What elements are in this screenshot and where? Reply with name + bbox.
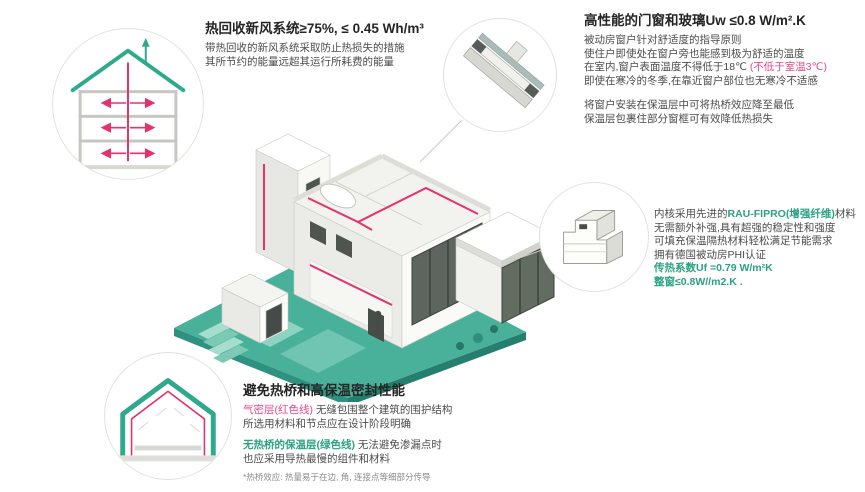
ventilation-callout: 热回收新风系统≥75%, ≤ 0.45 Wh/m³ 带热回收的新风系统采取防止热…: [205, 20, 465, 69]
exhaust-air-arrow: [141, 37, 150, 63]
profile-uf-value: 传热系数Uf =0.79 W/m²K: [654, 262, 773, 274]
ventilation-line1: 带热回收的新风系统采取防止热损失的措施: [205, 42, 405, 54]
window-upper-1: [310, 221, 326, 245]
ventilation-line2: 其所节约的能量远超其运行所耗费的能量: [205, 55, 394, 68]
insulation-section-svg: [116, 378, 220, 462]
windows-title: 高性能的门窗和玻璃Uw ≤0.8 W/m².K: [584, 13, 806, 28]
ventilation-section-svg: [70, 37, 186, 170]
house-section-ventilation-illustration: [52, 28, 204, 180]
person-figure: [374, 310, 382, 337]
profile-uw-value: 整窗≤0.8W//m2.K .: [654, 275, 743, 288]
airtight-layer-label: 气密层(红色线): [243, 404, 313, 416]
thermal-footnote: *热桥效应: 热量易于在边, 角, 连接点等细部分传导: [243, 472, 431, 482]
airtight-layer-red-line: [130, 390, 206, 456]
profile-callout: 内核采用先进的RAU-FIPRO(增强纤维)材料 无需额外补强,具有超强的稳定性…: [654, 208, 864, 289]
thermal-p1-line1: 气密层(红色线) 无缝包围整个建筑的围护结构: [243, 404, 453, 416]
thermal-title: 避免热桥和高保温密封性能: [243, 383, 405, 398]
window-corner-section-illustration: [443, 18, 557, 132]
profile-line1-accent: RAU-FIPRO(增强纤维): [727, 208, 835, 220]
window-profile-svg: [563, 210, 623, 264]
bathtub: [319, 183, 357, 209]
windows-line5: 将窗户安装在保温层中可将热桥效应降至最低: [584, 99, 794, 111]
insulation-layer-label: 无热桥的保温层(绿色线): [243, 439, 355, 451]
house-section-insulation-illustration: [104, 352, 232, 480]
windows-line2: 使住户即使处在窗户旁也能感到极为舒适的温度: [584, 47, 805, 60]
ventilation-duct-upper: [307, 186, 479, 224]
profile-line1: 内核采用先进的RAU-FIPRO(增强纤维)材料: [654, 208, 856, 220]
profile-line3: 可填充保温隔热材料轻松满足节能需求: [654, 235, 833, 247]
supply-air-arrows: [100, 97, 156, 159]
wing-glazing: [501, 241, 555, 324]
thermal-p2-line1: 无热桥的保温层(绿色线) 无法避免渗漏点时: [243, 439, 442, 451]
profile-line2: 无需额外补强,具有超强的稳定性和强度: [654, 221, 836, 234]
passive-house-isometric-illustration: [160, 92, 560, 402]
garage-volume: [221, 273, 289, 344]
house-isometric-svg: [174, 133, 555, 402]
ventilation-duct-lower: [309, 264, 393, 306]
windows-line1: 被动房窗户针对舒适度的指导原则: [584, 34, 742, 46]
thermal-p2-line2: 也应采用导热最慢的组件和材料: [243, 452, 390, 465]
window-upper-2: [336, 234, 352, 258]
windows-line6: 保温层包裹住部分窗框可有效降低热损失: [584, 112, 773, 125]
windows-line4: 即使在寒冷的冬季,在靠近窗户部位也无寒冷不适感: [584, 74, 818, 87]
windows-line3: 在室内,窗户表面温度不得低于18℃ (不低于室温3℃): [584, 61, 827, 73]
windows-line3-accent: (不低于室温3℃): [749, 61, 827, 73]
windows-callout: 高性能的门窗和玻璃Uw ≤0.8 W/m².K 被动房窗户针对舒适度的指导原则 …: [584, 12, 862, 126]
insulation-layer-green-line: [120, 378, 216, 456]
thermal-callout: 避免热桥和高保温密封性能 气密层(红色线) 无缝包围整个建筑的围护结构 所选用材…: [243, 382, 583, 485]
window-corner-svg: [462, 32, 545, 109]
profile-line4: 拥有德国被动房PHI认证: [654, 248, 767, 261]
window-profile-illustration: [539, 182, 649, 292]
ventilation-title: 热回收新风系统≥75%, ≤ 0.45 Wh/m³: [205, 21, 424, 36]
thermal-p1-line2: 所选用材料和节点应在设计阶段明确: [243, 417, 411, 430]
